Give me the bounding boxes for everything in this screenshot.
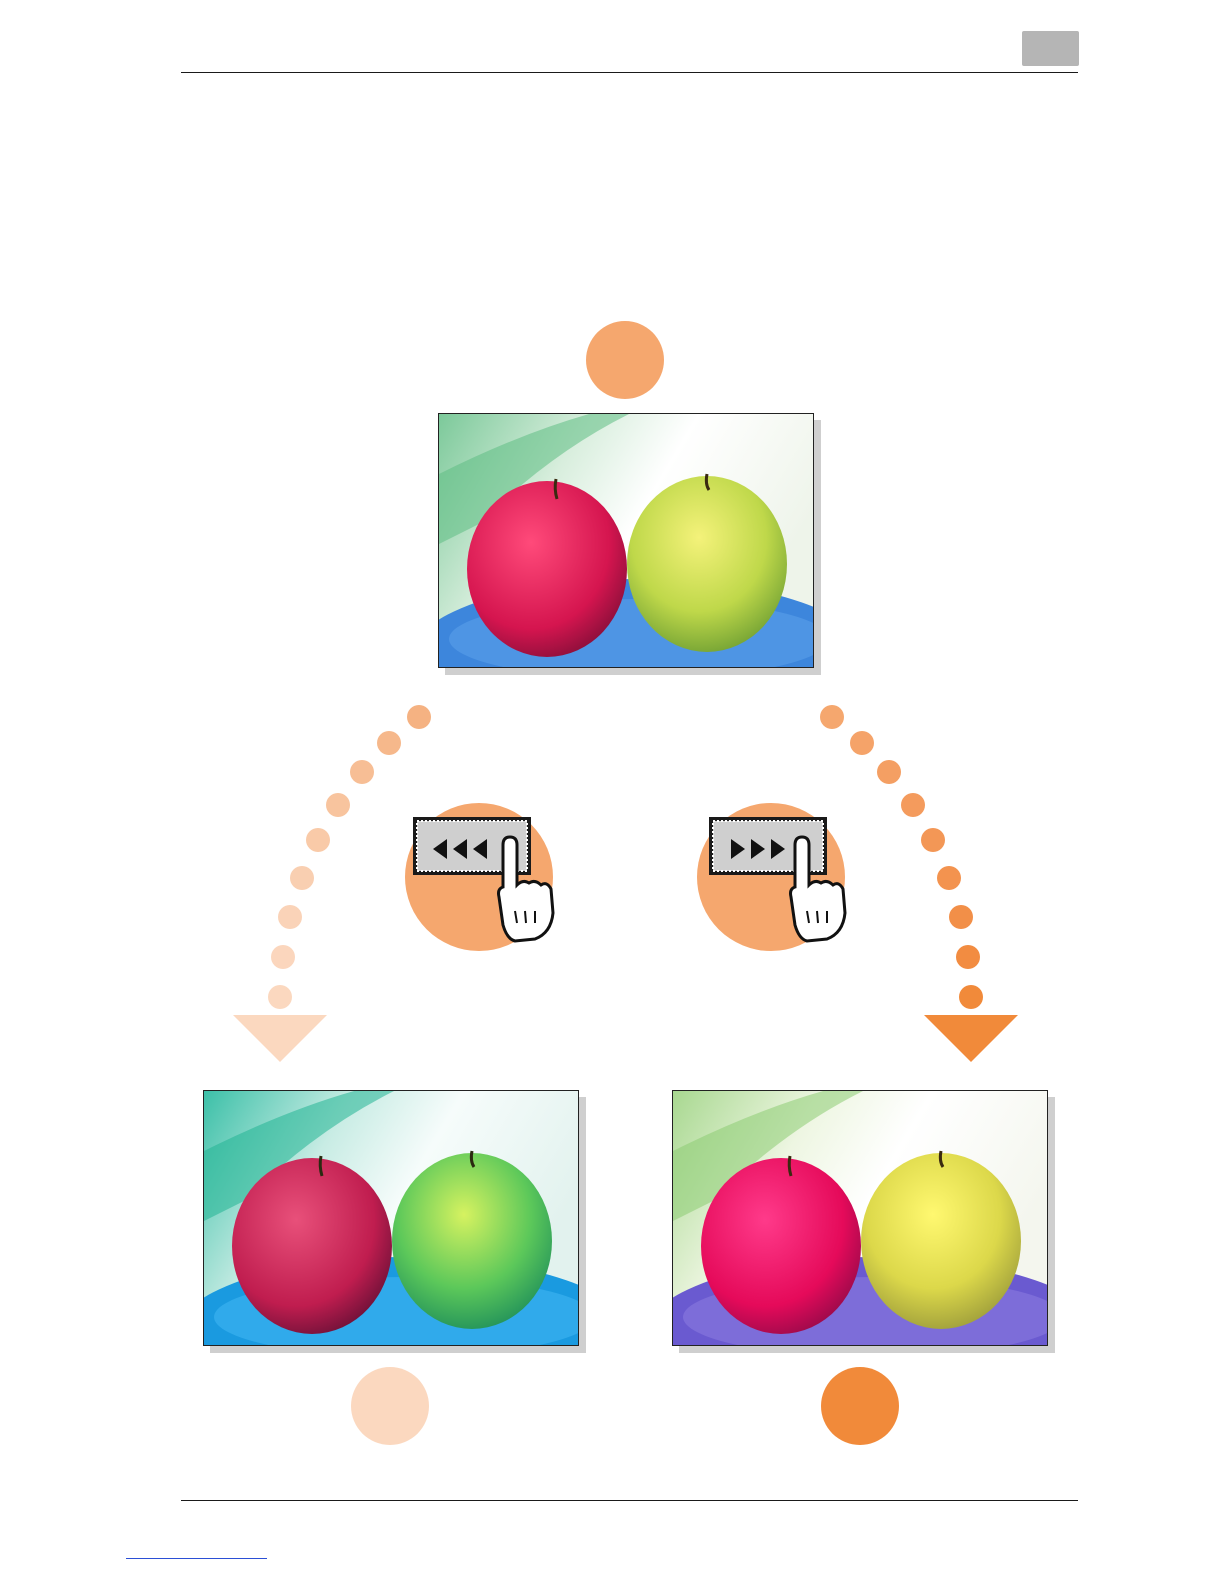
arc-dot bbox=[350, 760, 374, 784]
decrease-button-illustration bbox=[405, 803, 555, 953]
footer-link-underline[interactable] bbox=[126, 1558, 267, 1559]
apples-photo-original bbox=[438, 413, 814, 668]
arc-dot bbox=[820, 705, 844, 729]
arrow-down-dark-icon bbox=[924, 1015, 1018, 1063]
arc-dot bbox=[290, 866, 314, 890]
increase-button-illustration bbox=[697, 803, 847, 953]
apples-photo-cool-tone bbox=[203, 1090, 579, 1346]
arc-dot bbox=[850, 731, 874, 755]
arc-dot bbox=[877, 760, 901, 784]
page-tab-icon bbox=[1022, 31, 1079, 66]
arc-dot bbox=[937, 866, 961, 890]
apples-photo-warm-tone bbox=[672, 1090, 1048, 1346]
step-circle-original bbox=[586, 321, 664, 399]
arc-dot bbox=[407, 705, 431, 729]
arc-dot bbox=[271, 945, 295, 969]
arc-dot bbox=[326, 793, 350, 817]
step-circle-light bbox=[351, 1367, 429, 1445]
footer-rule bbox=[181, 1500, 1078, 1501]
arrow-down-light-icon bbox=[233, 1015, 327, 1063]
arc-dot bbox=[959, 985, 983, 1009]
arc-dot bbox=[268, 985, 292, 1009]
arc-dot bbox=[306, 828, 330, 852]
arc-dot bbox=[949, 905, 973, 929]
arc-dot bbox=[377, 731, 401, 755]
arc-dot bbox=[921, 828, 945, 852]
header-rule bbox=[181, 72, 1078, 73]
arc-dot bbox=[278, 905, 302, 929]
step-circle-dark bbox=[821, 1367, 899, 1445]
arc-dot bbox=[901, 793, 925, 817]
arc-dot bbox=[956, 945, 980, 969]
